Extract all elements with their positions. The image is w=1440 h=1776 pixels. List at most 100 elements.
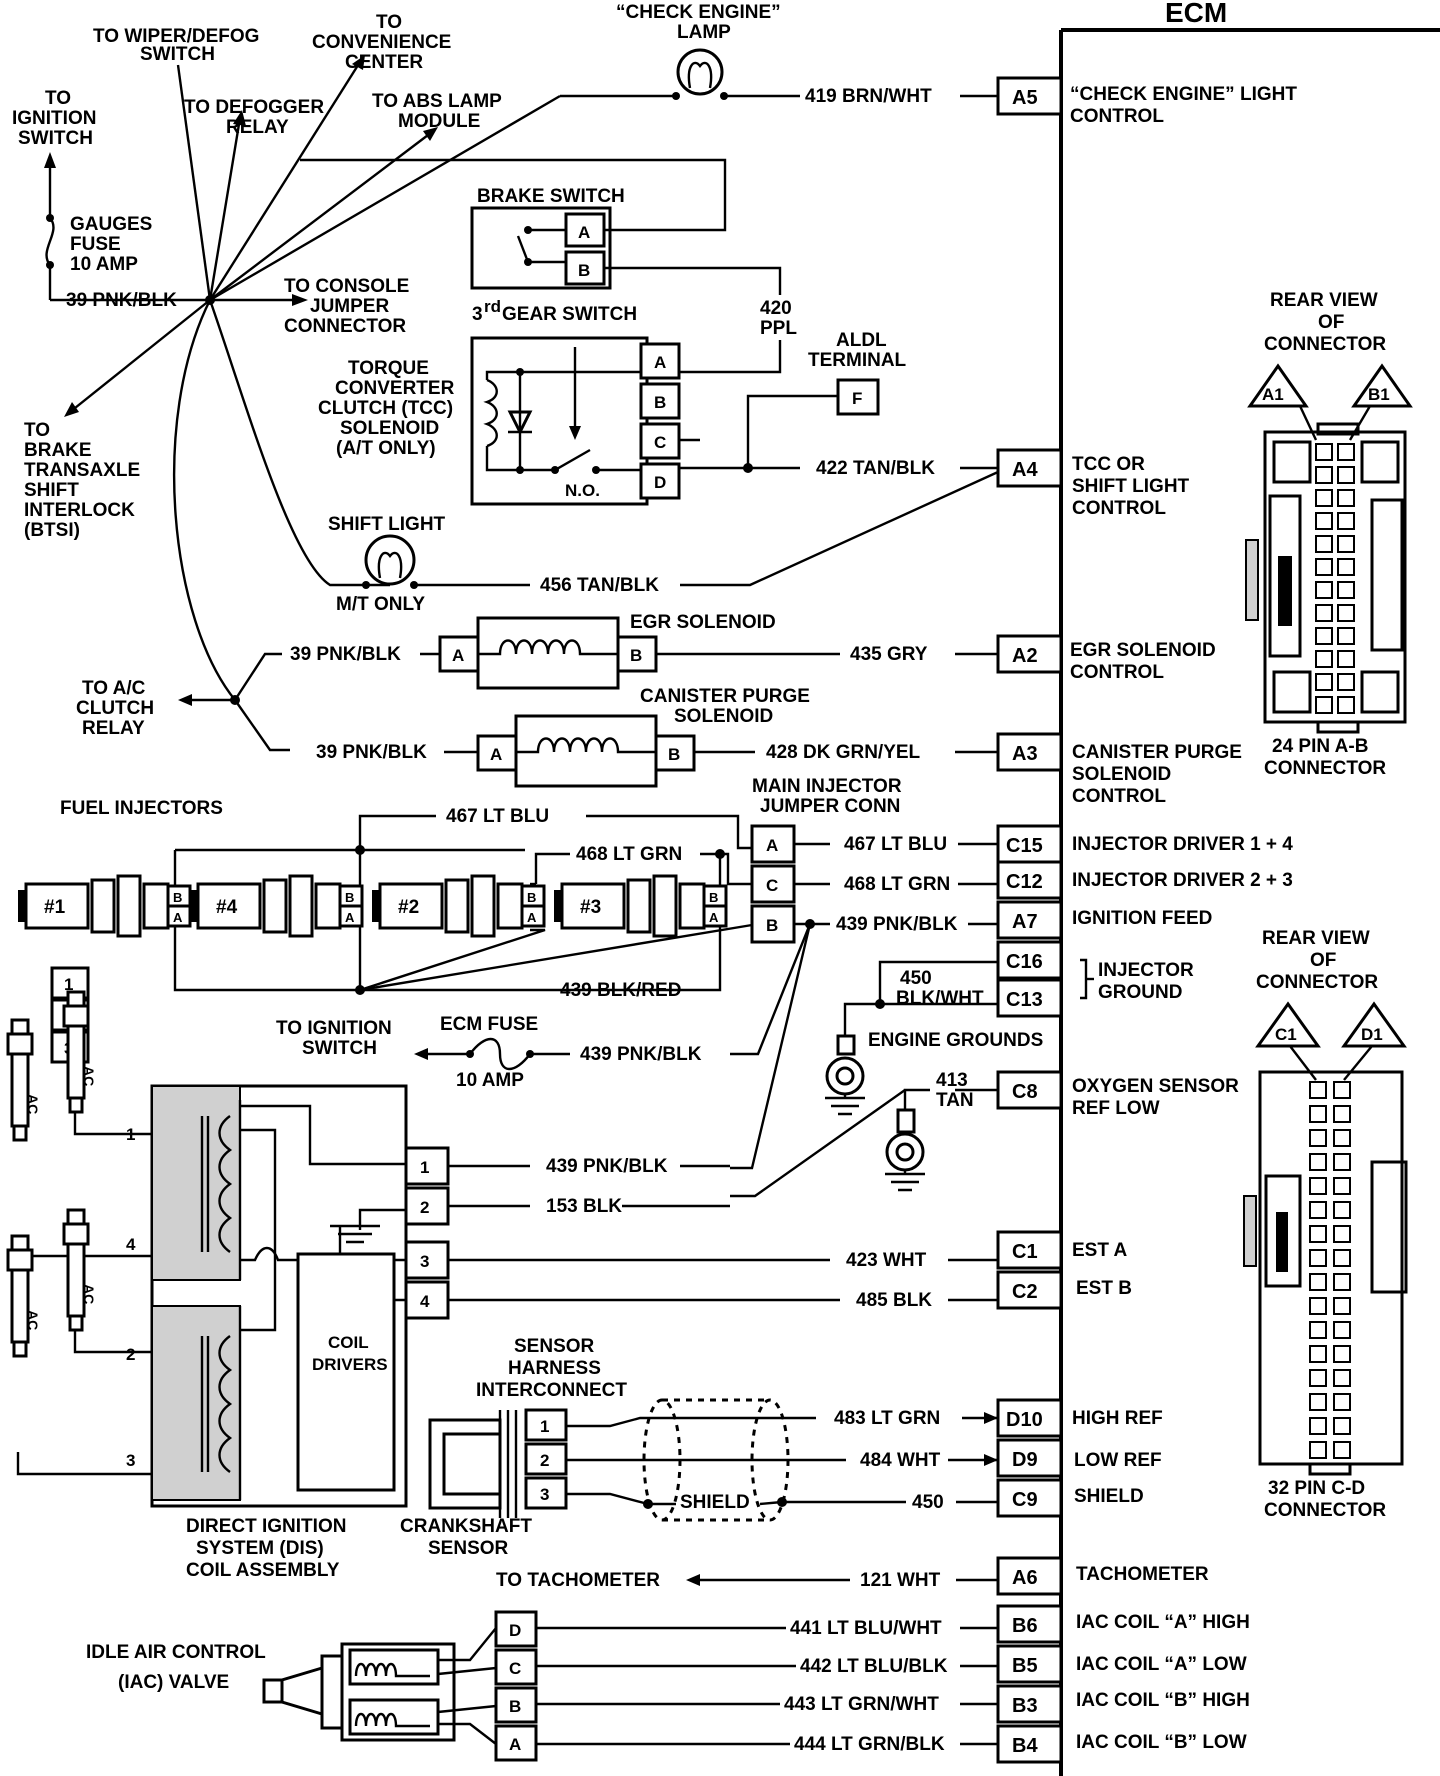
connector-cavity	[1333, 1369, 1351, 1387]
connector-cavity	[1333, 1417, 1351, 1435]
tcc-label-5: (A/T ONLY)	[336, 438, 436, 459]
pin-c2: C2	[1012, 1281, 1038, 1303]
can-pin-b: B	[668, 745, 680, 764]
crankshaft-label-2: SENSOR	[428, 1538, 509, 1559]
ac-clutch-label-1: TO A/C	[82, 678, 146, 699]
pin-c16: C16	[1006, 951, 1043, 973]
convenience-label-2: CONVENIENCE	[312, 32, 451, 53]
connector-cd-rear-view: REAR VIEW OF CONNECTOR C1 D1 32 PIN C-D …	[1243, 928, 1408, 1521]
convenience-label-1: TO	[376, 12, 402, 33]
inj-pin-a: A	[766, 836, 778, 855]
connector-cavity	[1337, 650, 1355, 668]
dis-label-3: COIL ASSEMBLY	[186, 1560, 340, 1581]
to-tach-label: TO TACHOMETER	[496, 1570, 660, 1591]
connector-cavity	[1309, 1201, 1327, 1219]
connector-cavity	[1309, 1249, 1327, 1267]
ecm-function-labels: “CHECK ENGINE” LIGHT CONTROL TCC OR SHIF…	[1070, 84, 1297, 1753]
ab-rear-view-label-1: REAR VIEW	[1270, 290, 1378, 311]
ecm-c8-label-1: OXYGEN SENSOR	[1072, 1076, 1239, 1097]
injector-pin: B	[527, 890, 536, 905]
ab-connector-label-1: 24 PIN A-B	[1272, 736, 1368, 757]
cd-c1-label: C1	[1275, 1025, 1297, 1044]
connector-cavity	[1315, 696, 1333, 714]
console-label-2: JUMPER	[310, 296, 389, 317]
connector-cavity	[1315, 558, 1333, 576]
abs-label-2: MODULE	[398, 111, 480, 132]
connector-cavity	[1333, 1081, 1351, 1099]
sensor-harness-label-1: SENSOR	[514, 1336, 595, 1357]
aldl-label-2: TERMINAL	[808, 350, 907, 371]
wire-39-label-b: 39 PNK/BLK	[290, 644, 401, 665]
connector-cavity	[1309, 1345, 1327, 1363]
shield-label: SHIELD	[680, 1492, 750, 1513]
coil-terminal-3: 3	[126, 1451, 135, 1470]
canister-purge-solenoid: TO A/C CLUTCH RELAY CANISTER PURGE SOLEN…	[76, 652, 998, 788]
connector-cavity	[1309, 1105, 1327, 1123]
convenience-label-3: CENTER	[345, 52, 423, 73]
connector-cavity	[1333, 1273, 1351, 1291]
pin-a3: A3	[1012, 743, 1038, 765]
wiper-label-2: SWITCH	[140, 44, 215, 65]
btsi-label-4: SHIFT	[24, 480, 79, 501]
connector-cavity	[1309, 1129, 1327, 1147]
ecm-b5-label: IAC COIL “A” LOW	[1076, 1654, 1247, 1675]
wire-450-label-2: BLK/WHT	[896, 988, 984, 1009]
injector-number: #4	[216, 897, 238, 918]
abs-label-1: TO ABS LAMP	[372, 91, 502, 112]
ecm-c8-label-2: REF LOW	[1072, 1098, 1160, 1119]
aldl-terminal: ALDL TERMINAL F 422 TAN/BLK	[679, 330, 998, 479]
injector-pin: A	[173, 910, 183, 925]
injector-pin: B	[709, 890, 718, 905]
cd-rear-view-label-3: CONNECTOR	[1256, 972, 1378, 993]
check-engine-lamp-label-1: “CHECK ENGINE”	[616, 2, 781, 23]
connector-cavity	[1337, 489, 1355, 507]
connector-cavity	[1309, 1441, 1327, 1459]
ecm-a3-label-2: SOLENOID	[1072, 764, 1171, 785]
plug-brand: AC	[25, 1310, 41, 1330]
ab-b1-label: B1	[1368, 385, 1390, 404]
connector-cavity	[1315, 512, 1333, 530]
wire-483-label: 483 LT GRN	[834, 1408, 940, 1429]
pin-b4: B4	[1012, 1735, 1038, 1757]
pin-a2: A2	[1012, 645, 1038, 667]
gear-pin-c: C	[654, 433, 666, 452]
gear-pin-d: D	[654, 473, 666, 492]
iac-label-2: (IAC) VALVE	[118, 1672, 229, 1693]
connector-cavity	[1337, 443, 1355, 461]
pin-a4: A4	[1012, 459, 1038, 481]
console-label-1: TO CONSOLE	[284, 276, 409, 297]
mt-only-label: M/T ONLY	[336, 594, 425, 615]
sensor-harness-label-3: INTERCONNECT	[476, 1380, 627, 1401]
egr-solenoid-label: EGR SOLENOID	[630, 612, 776, 633]
connector-cavity	[1315, 650, 1333, 668]
crank-pin-3: 3	[540, 1485, 549, 1504]
ab-connector-label-2: CONNECTOR	[1264, 758, 1386, 779]
connector-cavity	[1333, 1393, 1351, 1411]
connector-cavity	[1309, 1153, 1327, 1171]
connector-cavity	[1333, 1129, 1351, 1147]
connector-cavity	[1337, 604, 1355, 622]
coil-terminal-2: 2	[126, 1345, 135, 1364]
wire-450-shield-label: 450	[912, 1492, 944, 1513]
pin-a6: A6	[1012, 1567, 1038, 1589]
connector-cavity	[1333, 1153, 1351, 1171]
egr-pin-b: B	[630, 646, 642, 665]
defogger-label-1: TO DEFOGGER	[184, 97, 324, 118]
connector-cavity	[1333, 1441, 1351, 1459]
brake-pin-b: B	[578, 261, 590, 280]
crankshaft-sensor: SENSOR HARNESS INTERCONNECT 1 2 3 CRANKS…	[400, 1336, 998, 1559]
btsi-label-3: TRANSAXLE	[24, 460, 140, 481]
wire-435-label: 435 GRY	[850, 644, 928, 665]
ecm-a4-label-1: TCC OR	[1072, 454, 1145, 475]
connector-cavity	[1337, 673, 1355, 691]
connector-cavity	[1337, 627, 1355, 645]
ecm-b6-label: IAC COIL “A” HIGH	[1076, 1612, 1250, 1633]
wire-428-label: 428 DK GRN/YEL	[766, 742, 921, 763]
pin-b6: B6	[1012, 1615, 1038, 1637]
connector-cavity	[1333, 1321, 1351, 1339]
iac-valve: TO TACHOMETER 121 WHT IDLE AIR CONTROL (…	[86, 1570, 998, 1762]
pin-c13: C13	[1006, 989, 1043, 1011]
wire-39-label-c: 39 PNK/BLK	[316, 742, 427, 763]
